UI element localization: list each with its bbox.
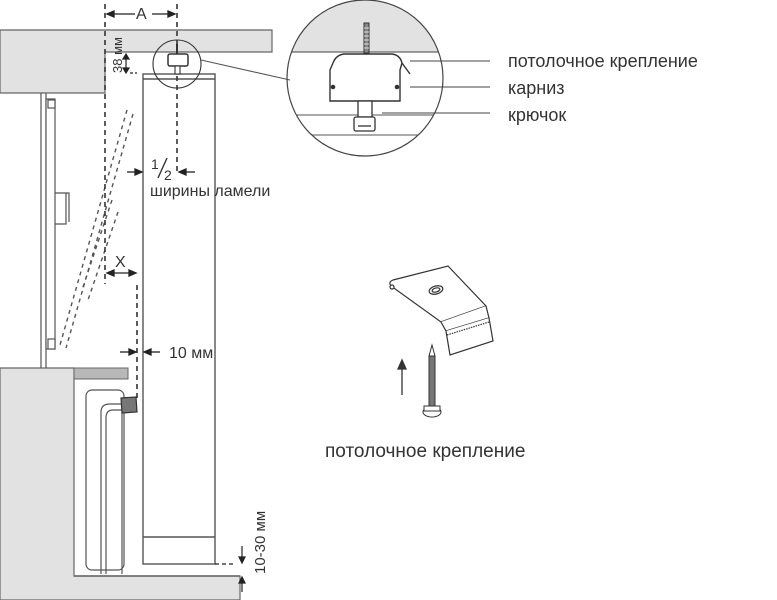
up-arrow-icon: [396, 358, 408, 395]
magnified-detail: [286, 0, 490, 157]
half-width-caption: ширины ламели: [150, 183, 270, 200]
callout-ceiling-mount: потолочное крепление: [508, 51, 698, 71]
fraction-slash: [157, 157, 168, 179]
detail-screw: [363, 22, 370, 54]
dimension-floor-gap-label: 10-30 мм: [252, 511, 269, 574]
ceiling-and-wall: [0, 29, 273, 600]
blind-slat: [142, 73, 216, 565]
bracket-caption: потолочное крепление: [325, 441, 525, 462]
screw-illustration: [422, 343, 442, 418]
ceiling: [0, 29, 273, 94]
half-width-dimension: [127, 168, 195, 176]
callout-leaders: [382, 60, 490, 114]
half-denominator: 2: [164, 167, 172, 183]
dimension-10mm: [120, 348, 160, 356]
ceiling-bracket-illustration: [389, 265, 494, 356]
dimension-floor-gap: [215, 546, 246, 592]
callout-hook: крючок: [508, 105, 566, 125]
dimension-38mm-label: 38 мм: [110, 37, 125, 73]
dimension-10mm-label: 10 мм: [169, 345, 213, 362]
half-numerator: 1: [151, 156, 159, 172]
radiator-valve: [120, 396, 138, 414]
tilted-slat-ghost: [59, 109, 134, 349]
detail-rail: [329, 53, 411, 102]
window-frame: [40, 93, 70, 368]
detail-hook: [353, 100, 376, 132]
callout-rail: карниз: [508, 78, 565, 98]
window-sill: [73, 367, 129, 380]
dimension-x-label: X: [115, 254, 126, 271]
radiator: [85, 389, 138, 574]
dimension-a-label: A: [136, 6, 147, 23]
dimension-x: [105, 269, 138, 277]
dimension-a: [105, 10, 177, 18]
dimension-38mm: [121, 52, 137, 75]
rail-detail-marker: [152, 39, 291, 89]
